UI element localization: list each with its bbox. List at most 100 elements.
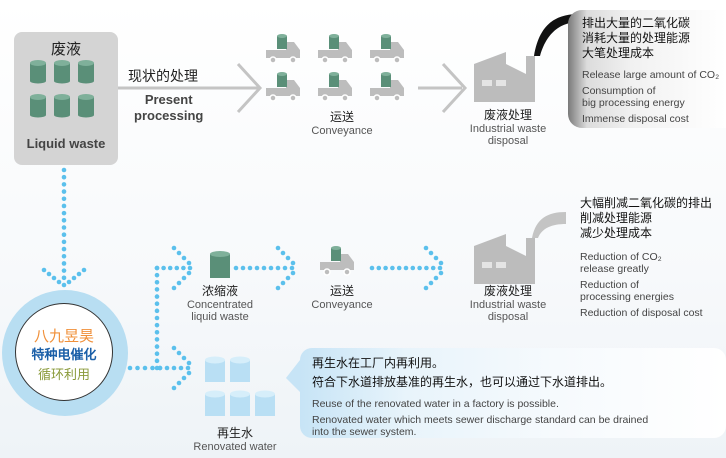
flow-dot — [176, 350, 182, 356]
flow-dot — [71, 275, 77, 281]
flow-dot — [423, 285, 429, 291]
renovated-cn: 再生水 — [216, 426, 253, 440]
flow-dot — [61, 261, 67, 266]
flow-dot — [181, 275, 187, 281]
flow-dot — [154, 308, 160, 314]
flow-dot — [154, 265, 160, 271]
flow-dot — [154, 287, 160, 292]
flow-dot — [410, 265, 416, 271]
flow-dot — [61, 218, 67, 223]
top-disposal-en-2: disposal — [487, 135, 529, 147]
flow-dot — [61, 174, 67, 180]
flow-dot — [289, 265, 295, 271]
flow-dot — [424, 265, 429, 271]
mid-conveyance-en: Conveyance — [311, 299, 373, 311]
mid-effect-en: processing energies — [580, 291, 674, 303]
flow-dot — [186, 370, 192, 376]
flow-dot — [56, 279, 62, 285]
brand-line-3: 循环利用 — [37, 368, 90, 383]
top-effect-en: Consumption of — [582, 85, 656, 97]
flow-dot — [275, 285, 281, 291]
flow-dot — [154, 279, 160, 285]
flow-dot — [171, 365, 177, 371]
mid-disposal-en-1: Industrial waste — [469, 299, 547, 311]
flow-dot — [154, 294, 160, 299]
top-disposal-label: 废液处理 Industrial waste disposal — [460, 108, 556, 147]
flow-dot — [154, 329, 160, 335]
mid-effect-cn: 减少处理成本 — [580, 226, 653, 240]
flow-dot — [61, 182, 67, 187]
flow-dot — [61, 167, 67, 173]
flow-dot — [154, 358, 160, 364]
mid-disposal-cn: 废液处理 — [483, 284, 532, 298]
flow-dot — [396, 265, 402, 271]
flow-dot — [150, 365, 155, 371]
flow-dot — [142, 365, 148, 371]
flow-dot — [61, 189, 67, 194]
mid-effect-en: Reduction of CO₂ — [580, 251, 662, 263]
flow-dot — [268, 265, 274, 271]
flow-dot — [233, 265, 239, 271]
flow-dot — [240, 265, 246, 271]
arrow-head-2 — [441, 62, 468, 114]
flow-dot — [403, 265, 409, 271]
flow-dot — [171, 345, 177, 351]
flow-dot — [127, 365, 133, 371]
dotted-flow-arrows — [41, 167, 444, 391]
flow-dot — [290, 270, 296, 276]
top-conveyance-en: Conveyance — [311, 125, 373, 137]
arrow-head-1 — [236, 62, 263, 114]
mid-effect-cn: 大幅削减二氧化碳的排出 — [580, 196, 713, 210]
renovated-label: 再生水 Renovated water — [190, 426, 280, 453]
flow-dot — [61, 239, 67, 245]
flow-dot — [81, 267, 87, 273]
flow-dot — [161, 265, 166, 271]
brand-circle: 八九昱昊 特种电催化 循环利用 — [2, 290, 128, 416]
top-disposal-cn: 废液处理 — [483, 108, 532, 122]
top-effect-en: big processing energy — [582, 97, 685, 109]
smoke-light-icon — [532, 212, 566, 238]
flow-dot — [61, 246, 67, 252]
flow-dot — [376, 265, 382, 271]
flow-dot — [41, 267, 47, 273]
flow-dot — [181, 355, 187, 361]
flow-dot — [164, 365, 170, 371]
flow-dot — [383, 265, 388, 271]
flow-dot — [167, 265, 173, 271]
concentrate-barrel-icon — [210, 251, 230, 278]
flow-dot — [438, 260, 444, 266]
top-effects-text: 排出大量的二氧化碳 消耗大量的处理能源 大笔处理成本 Release large… — [582, 16, 719, 125]
top-effects-panel — [568, 10, 726, 128]
mid-effect-cn: 削减处理能源 — [580, 211, 653, 225]
flow-dot — [437, 265, 443, 271]
brand-line-1: 八九昱昊 — [33, 327, 94, 345]
flow-dot — [428, 280, 434, 286]
flow-dot — [154, 315, 160, 321]
flow-dot — [417, 265, 422, 271]
flow-dot — [280, 250, 286, 256]
mid-disposal-label: 废液处理 Industrial waste disposal — [460, 284, 556, 323]
top-conveyance-label: 运送 Conveyance — [300, 110, 384, 137]
flow-dot — [61, 196, 67, 202]
flow-dot — [390, 265, 395, 271]
flow-dot — [247, 265, 253, 271]
flow-dot — [186, 270, 192, 276]
top-effect-cn: 排出大量的二氧化碳 — [582, 16, 691, 30]
bubble-cn: 符合下水道排放基准的再生水，也可以通过下水道排出。 — [312, 375, 613, 389]
flow-dot — [61, 225, 67, 230]
mid-conveyance-label: 运送 Conveyance — [300, 284, 384, 311]
top-effect-cn: 消耗大量的处理能源 — [582, 31, 691, 45]
flow-dot — [46, 271, 52, 277]
flow-dot — [178, 365, 184, 371]
flow-dot — [157, 365, 163, 371]
mid-effect-en: Reduction of disposal cost — [580, 307, 703, 319]
liquid-barrels-icon — [30, 60, 94, 118]
flow-dot — [285, 275, 291, 281]
flow-dot — [154, 272, 160, 278]
flow-dot — [154, 337, 160, 342]
present-label-en-1: Present — [144, 92, 193, 107]
flow-dot — [275, 245, 281, 251]
flow-dot — [171, 385, 177, 391]
top-disposal-en-1: Industrial waste — [469, 123, 547, 135]
flow-dot — [438, 270, 444, 276]
